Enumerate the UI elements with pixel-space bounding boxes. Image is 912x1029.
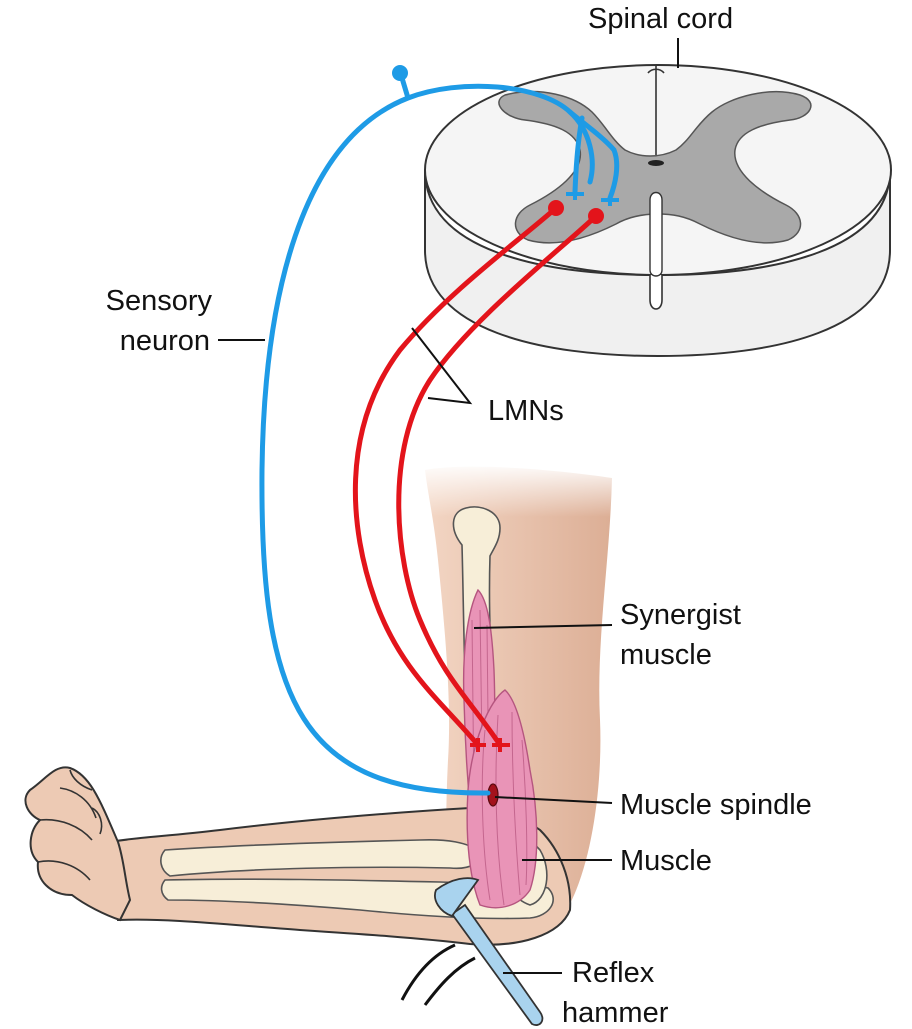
label-spinal-cord: Spinal cord	[588, 3, 733, 35]
lmn-cell-body-2	[588, 208, 604, 224]
sensory-cell-body	[392, 65, 408, 81]
ventral-fissure	[649, 275, 663, 310]
label-muscle: Muscle	[620, 845, 712, 877]
hammer-head	[434, 877, 480, 918]
label-synergist-2: muscle	[620, 639, 712, 671]
label-reflex-hammer-1: Reflex	[572, 957, 655, 989]
leader-synergist	[473, 624, 613, 629]
lmn-axon-1	[352, 205, 559, 748]
sensory-terminal-2	[601, 196, 619, 206]
label-sensory-neuron-2: neuron	[120, 325, 210, 357]
label-synergist-1: Synergist	[620, 599, 741, 631]
lmn-terminal-2	[492, 738, 510, 752]
labels: Spinal cord Sensory neuron LMNs Synergis…	[106, 3, 812, 1029]
leader-lmns	[411, 327, 473, 405]
lmn-terminal-1	[470, 738, 486, 752]
label-muscle-spindle: Muscle spindle	[620, 789, 812, 821]
label-sensory-neuron-1: Sensory	[106, 285, 213, 317]
lmn-cell-body-1	[548, 200, 564, 216]
reflex-hammer	[400, 877, 544, 1026]
spinal-cord-side	[424, 169, 891, 358]
arm	[24, 462, 620, 946]
lower-motor-neurons	[352, 200, 604, 752]
sensory-terminal-1	[566, 190, 584, 200]
label-reflex-hammer-2: hammer	[562, 997, 669, 1029]
lmn-axon-2	[396, 213, 599, 748]
hammer-handle	[450, 903, 544, 1026]
central-canal	[648, 160, 664, 166]
sensory-cell-body-stalk	[399, 77, 411, 99]
sensory-axon	[259, 83, 595, 796]
spinal-cord-section	[424, 64, 892, 358]
leader-lines	[218, 38, 679, 974]
label-lmns: LMNs	[488, 395, 564, 427]
fist	[24, 766, 132, 922]
leader-muscle-spindle	[494, 796, 613, 804]
gray-matter	[498, 90, 812, 244]
sensory-neuron	[259, 65, 620, 796]
